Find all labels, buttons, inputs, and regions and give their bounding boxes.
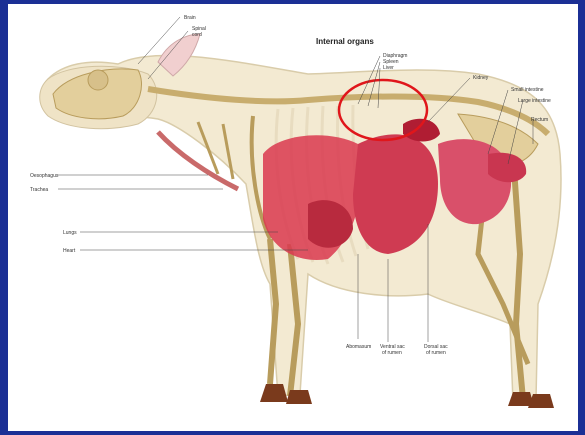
label-rectum: Rectum <box>531 117 548 123</box>
label-ventral-sac-2: of rumen <box>382 350 402 356</box>
label-lungs: Lungs <box>63 230 77 236</box>
label-small-intestine: Small intestine <box>511 87 544 93</box>
label-kidney: Kidney <box>473 75 489 81</box>
label-dorsal-sac-2: of rumen <box>426 350 446 356</box>
label-abomasum: Abomasum <box>346 344 371 350</box>
label-large-intestine: Large intestine <box>518 98 551 104</box>
label-brain: Brain <box>184 15 196 21</box>
label-oesophagus: Oesophagus <box>30 173 59 179</box>
diagram-panel: Internal organs Brain Spinal cord Diaphr… <box>8 4 578 431</box>
label-trachea: Trachea <box>30 187 48 193</box>
diagram-title: Internal organs <box>316 37 374 46</box>
sheep-anatomy-diagram: Internal organs Brain Spinal cord Diaphr… <box>8 4 578 431</box>
label-heart: Heart <box>63 248 76 254</box>
label-liver: Liver <box>383 65 394 71</box>
hooves <box>260 384 554 408</box>
label-spinal-cord-2: cord <box>192 32 202 38</box>
